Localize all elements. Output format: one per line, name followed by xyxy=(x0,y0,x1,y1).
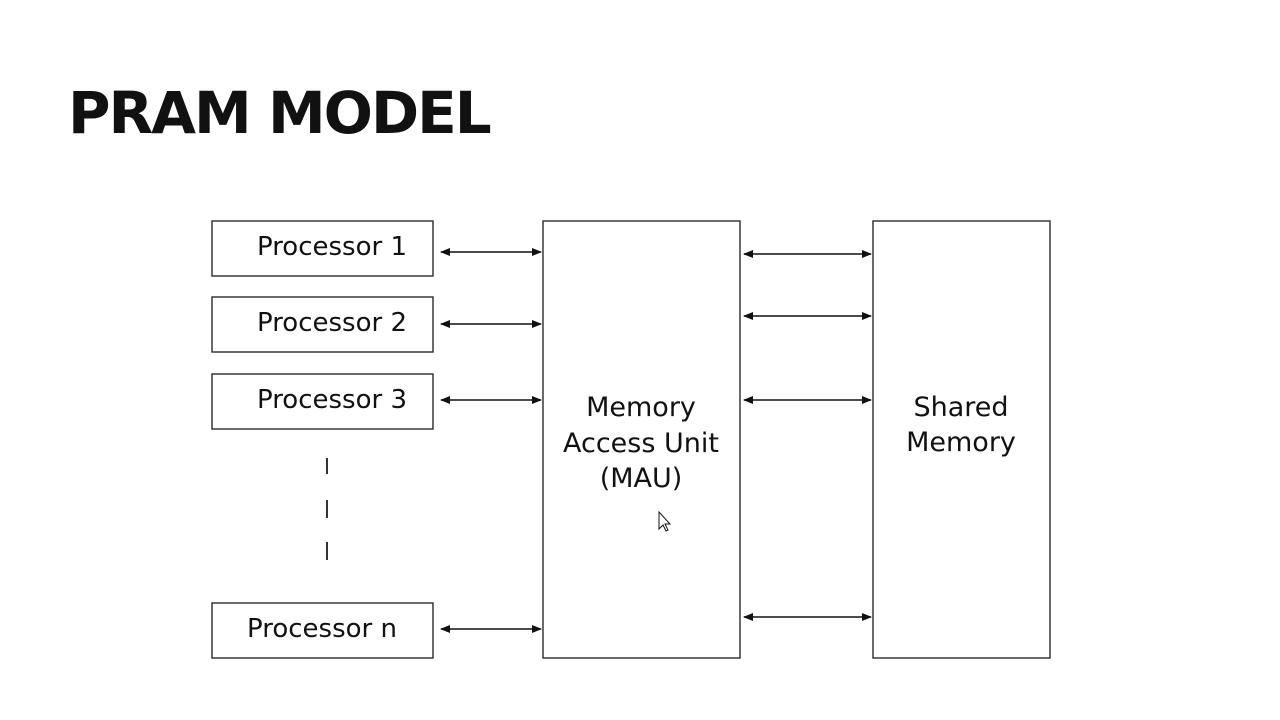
processor-label: Processor n xyxy=(247,614,397,644)
processor-box: Processor n xyxy=(211,602,434,659)
shared-memory-box: Shared Memory xyxy=(872,220,1051,659)
slide-title: PRAM MODEL xyxy=(68,79,492,147)
mau-box: Memory Access Unit (MAU) xyxy=(542,220,741,659)
processor-label: Processor 2 xyxy=(257,308,407,338)
processor-label: Processor 3 xyxy=(257,385,407,415)
processor-box: Processor 1 xyxy=(211,220,434,277)
mau-label-line2: Access Unit xyxy=(563,428,719,459)
shared-memory-label-line2: Memory xyxy=(906,427,1016,458)
mouse-cursor-icon xyxy=(658,510,672,532)
mau-label-line1: Memory xyxy=(586,392,696,423)
processor-box: Processor 2 xyxy=(211,296,434,353)
mau-label-line3: (MAU) xyxy=(600,463,683,494)
processor-box: Processor 3 xyxy=(211,373,434,430)
processor-label: Processor 1 xyxy=(257,232,407,262)
shared-memory-label-line1: Shared xyxy=(913,392,1008,423)
